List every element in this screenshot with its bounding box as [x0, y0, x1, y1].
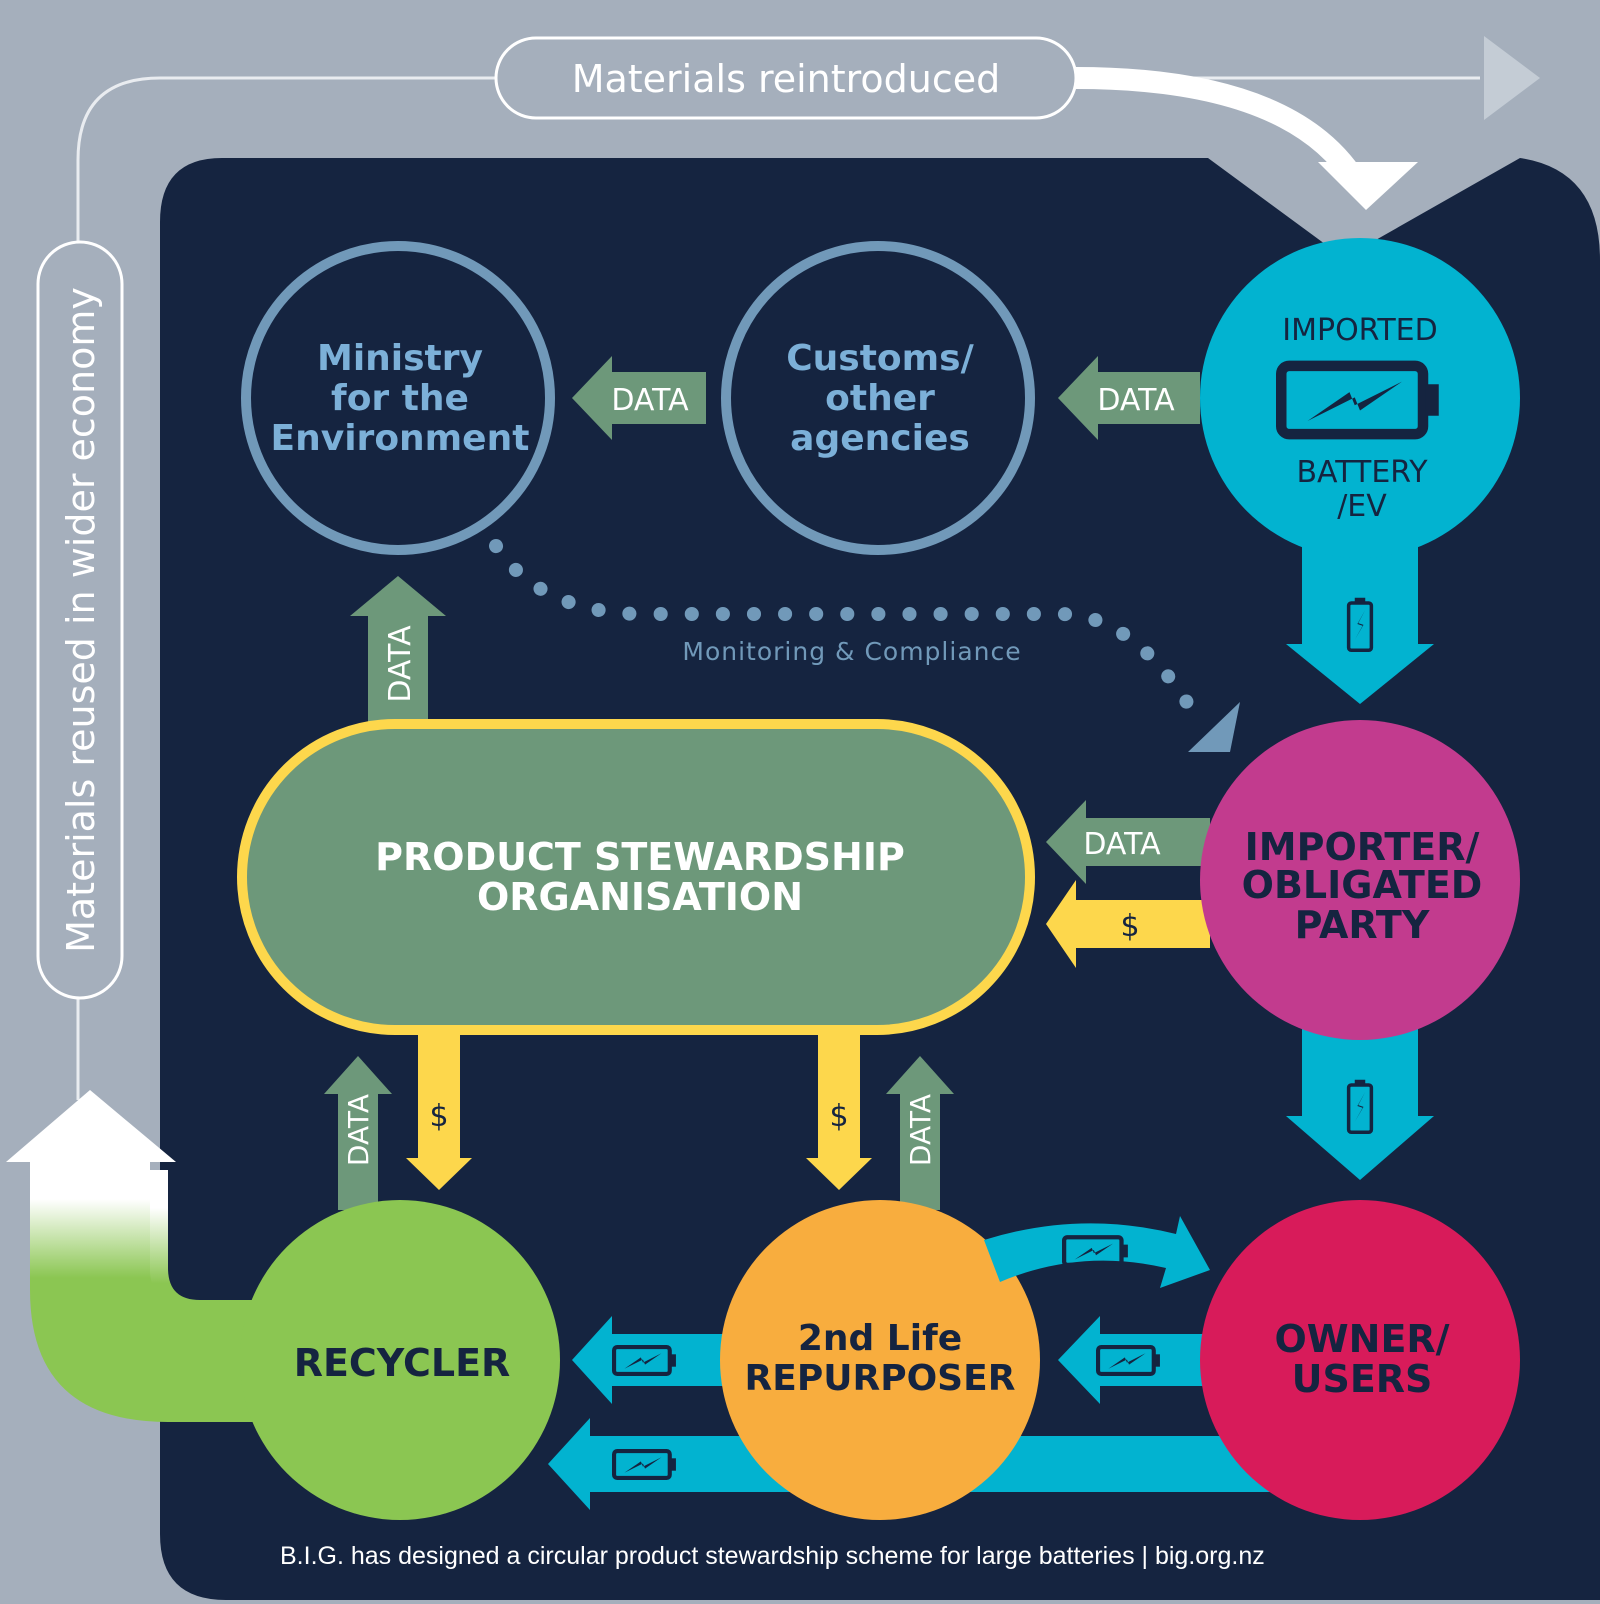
customs-label-2: other [825, 378, 935, 419]
data-label-pso-ministry: DATA [383, 625, 418, 703]
pso-label-2: ORGANISATION [477, 875, 803, 919]
customs-label-1: Customs/ [786, 338, 974, 379]
money-arrow-pso-to-repurposer [806, 1035, 872, 1190]
data-label-importer-pso: DATA [1083, 827, 1161, 862]
materials-reused-pill [36, 240, 124, 1000]
importer-node [1200, 720, 1520, 1040]
battery-arrow-importer-to-owner [1286, 1010, 1434, 1180]
importer-label-2: OBLIGATED [1242, 863, 1483, 907]
money-label-pso-repurposer: $ [829, 1099, 848, 1134]
materials-reused-label: Materials reused in wider economy [59, 287, 103, 953]
owner-label-1: OWNER/ [1274, 1317, 1449, 1361]
materials-reintroduced-label: Materials reintroduced [572, 57, 1001, 101]
data-arrow-importer-to-pso [1046, 800, 1210, 884]
data-arrow-customs-to-ministry [572, 356, 706, 440]
repurposer-node [720, 1200, 1040, 1520]
ministry-label-1: Ministry [317, 338, 483, 379]
owner-label-2: USERS [1292, 1357, 1433, 1401]
data-arrow-repurposer-to-pso [886, 1056, 954, 1210]
imported-bottom-label-2: /EV [1337, 489, 1387, 524]
data-label-recycler-pso: DATA [342, 1094, 375, 1166]
importer-label-3: PARTY [1295, 903, 1430, 947]
materials-reintroduced-pill [494, 36, 1078, 120]
money-arrow-importer-to-pso [1046, 880, 1210, 968]
ministry-label-2: for the [331, 378, 469, 419]
recycler-label: RECYCLER [294, 1341, 511, 1385]
pso-label-1: PRODUCT STEWARDSHIP [375, 835, 905, 879]
data-label-repurposer-pso: DATA [904, 1094, 937, 1166]
data-label-customs-ministry: DATA [611, 383, 689, 418]
reuse-arrowhead [6, 1090, 176, 1162]
outflow-arrowhead [1484, 36, 1540, 120]
battery-arrow-owner-to-repurposer [1058, 1316, 1216, 1404]
reintroduce-curve [1075, 67, 1365, 187]
monitoring-dotted-path [489, 539, 1195, 711]
money-label-importer-pso: $ [1120, 909, 1139, 944]
customs-label-3: agencies [790, 418, 970, 459]
data-arrow-recycler-to-pso [324, 1056, 392, 1210]
data-arrow-pso-to-ministry [350, 576, 446, 740]
battery-arrow-imported-to-importer [1286, 520, 1434, 704]
imported-node [1200, 238, 1520, 558]
data-label-imported-customs: DATA [1097, 383, 1175, 418]
footer-caption: B.I.G. has designed a circular product s… [280, 1542, 1265, 1570]
recycler-node [240, 1200, 560, 1520]
importer-label-1: IMPORTER/ [1245, 825, 1480, 869]
customs-node [721, 241, 1035, 555]
ministry-node [241, 241, 555, 555]
reuse-arrow-body [30, 1160, 300, 1422]
imported-bottom-label-1: BATTERY [1296, 455, 1428, 490]
data-arrow-imported-to-customs [1058, 356, 1200, 440]
imported-top-label: IMPORTED [1282, 313, 1437, 348]
ministry-label-3: Environment [271, 418, 530, 459]
money-arrow-pso-to-recycler [406, 1035, 472, 1190]
pso-node [237, 719, 1035, 1035]
reintroduce-arrowhead [1318, 162, 1418, 210]
money-label-pso-recycler: $ [429, 1099, 448, 1134]
repurposer-label-1: 2nd Life [798, 1318, 962, 1359]
monitoring-label: Monitoring & Compliance [682, 637, 1021, 666]
repurposer-label-2: REPURPOSER [745, 1358, 1016, 1399]
owner-node [1200, 1200, 1520, 1520]
battery-arrow-repurposer-to-recycler [572, 1316, 740, 1404]
monitoring-arrowhead [1188, 702, 1240, 752]
